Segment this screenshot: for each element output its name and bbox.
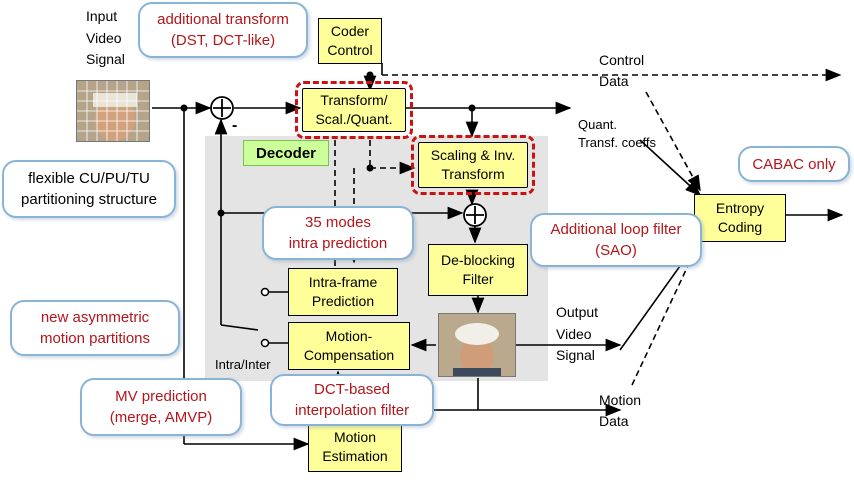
entropy-coding-block: Entropy Coding (694, 194, 786, 242)
input-frame-image (77, 81, 149, 141)
input-video-signal-label: Input Video Signal (86, 8, 125, 68)
decoder-label: Decoder (243, 140, 329, 166)
intra-inter-label: Intra/Inter (215, 357, 271, 372)
input-video-thumbnail (76, 80, 150, 142)
motion-compensation-block: Motion- Compensation (288, 322, 410, 370)
callout-asymmetric-partitions: new asymmetric motion partitions (10, 300, 180, 356)
deblocking-filter-block: De-blocking Filter (428, 244, 528, 296)
coder-control-block: Coder Control (318, 18, 382, 64)
callout-flexible-partitioning: flexible CU/PU/TU partitioning structure (2, 160, 176, 218)
control-data-label: Control Data (599, 52, 645, 89)
motion-estimation-block: Motion Estimation (308, 422, 402, 472)
callout-additional-transform: additional transform (DST, DCT-like) (138, 2, 308, 58)
intra-frame-prediction-block: Intra-frame Prediction (288, 268, 398, 316)
subtractor-minus-sign: - (232, 117, 238, 134)
callout-mv-prediction: MV prediction (merge, AMVP) (80, 378, 242, 436)
transform-quant-block: Transform/ Scal./Quant. (295, 81, 413, 139)
reference-picture-thumbnail (438, 313, 516, 377)
callout-intra-modes: 35 modes intra prediction (262, 206, 414, 260)
motion-data-label: Motion Data (599, 392, 642, 429)
quant-transf-coeffs-label: Quant. Transf. coeffs (578, 117, 657, 150)
callout-additional-loop-filter: Additional loop filter (SAO) (530, 213, 702, 267)
scaling-inv-transform-block: Scaling & Inv. Transform (411, 135, 535, 195)
callout-dct-interpolation: DCT-based interpolation filter (270, 374, 434, 426)
callout-cabac-only: CABAC only (738, 146, 850, 182)
reference-frame-image (439, 314, 515, 376)
output-video-signal-label: Output Video Signal (556, 304, 599, 364)
